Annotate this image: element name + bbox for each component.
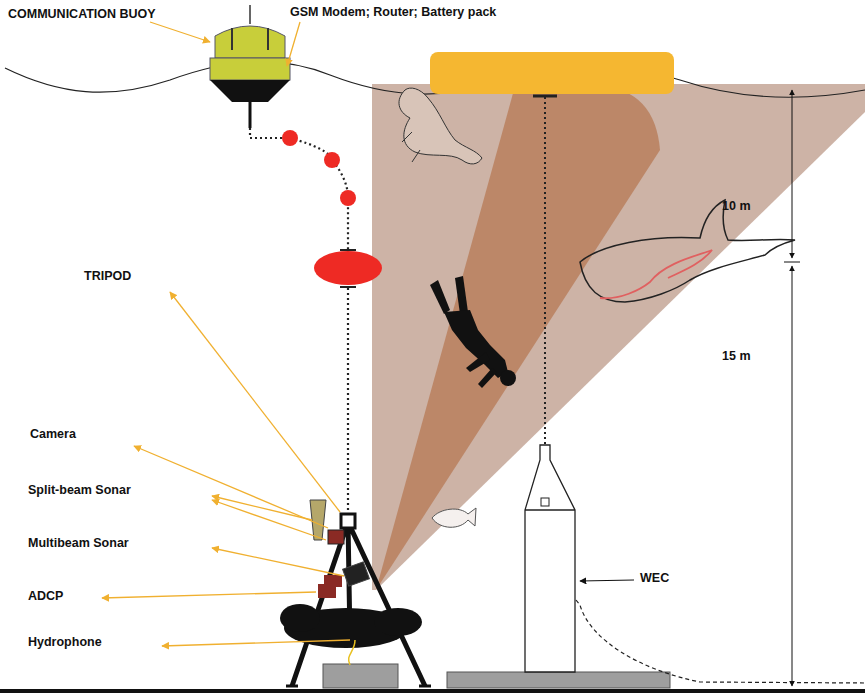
tripod-legs: [292, 522, 425, 686]
adcp: [318, 584, 336, 598]
fish: [432, 508, 476, 527]
seabed: [0, 689, 865, 693]
dimension-label: 15 m: [722, 350, 751, 364]
tripod-feet: [286, 685, 431, 688]
wec: [525, 445, 575, 672]
buoy-panel: [267, 28, 269, 50]
tripod-ballast: [323, 664, 398, 688]
wec-base: [447, 672, 670, 688]
wec-float: [430, 52, 674, 94]
hydrophone-cable: [349, 640, 355, 665]
dimension-line: [792, 266, 793, 686]
antenna: [249, 5, 251, 24]
part-label: Camera: [30, 428, 76, 442]
part-label: Split-beam Sonar: [28, 484, 131, 498]
wec-pointer: [580, 580, 634, 581]
float-bar: [340, 286, 356, 288]
dimension-label: 10 m: [722, 200, 751, 214]
instrument: [328, 530, 344, 544]
part-label: TRIPOD: [84, 270, 131, 284]
sonar-beam-narrow: [376, 86, 660, 590]
tripod-body: [280, 604, 320, 632]
dimension-tick: [784, 262, 800, 263]
diver: [430, 276, 516, 388]
dimension-line: [792, 90, 793, 258]
float: [282, 130, 298, 146]
part-label: Hydrophone: [28, 636, 102, 650]
wec-window: [541, 498, 549, 506]
camera: [341, 514, 355, 528]
buoy-mast: [249, 102, 252, 128]
mooring-line: [347, 288, 349, 514]
tripod-body: [374, 608, 422, 636]
float: [324, 152, 340, 168]
orca: [580, 200, 795, 302]
float-bar: [340, 249, 356, 251]
part-label: COMMUNICATION BUOY: [8, 8, 156, 22]
wec-line: [544, 97, 546, 445]
seal: [399, 88, 482, 164]
buoy-cone: [210, 80, 290, 102]
cable: [576, 600, 865, 683]
buoy-panel: [231, 28, 233, 50]
part-label: WEC: [640, 572, 669, 586]
part-label: ADCP: [28, 590, 63, 604]
split-beam-sonar: [310, 500, 326, 540]
sonar-beam-wide: [372, 84, 865, 590]
mooring-line: [250, 128, 348, 252]
leader-lines: [102, 22, 350, 646]
float: [340, 190, 356, 206]
orca-patch: [600, 250, 712, 298]
part-label: GSM Modem; Router; Battery pack: [290, 6, 496, 20]
part-label: Multibeam Sonar: [28, 537, 129, 551]
buoy-top: [215, 26, 285, 58]
main-float: [314, 251, 382, 285]
multibeam-sonar: [343, 562, 370, 586]
buoy-body: [210, 58, 290, 80]
